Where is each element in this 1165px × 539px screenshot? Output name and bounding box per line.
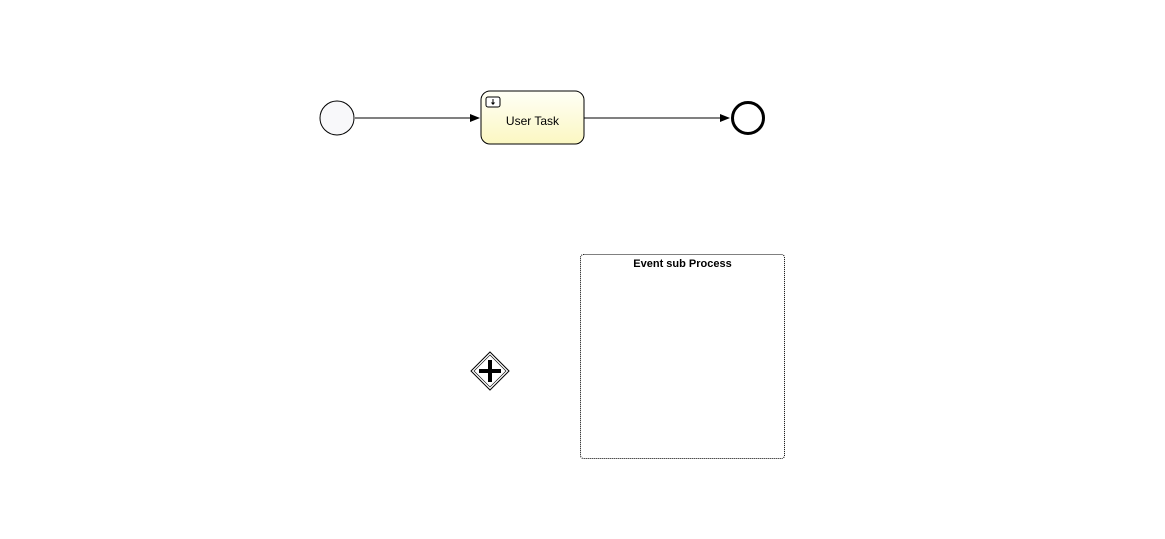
user-task-label: User Task [505, 114, 560, 128]
event-subprocess-label: Event sub Process [633, 258, 732, 270]
parallel-gateway[interactable] [470, 351, 510, 391]
parallel-gateway-inner-diamond [473, 354, 507, 388]
event-subprocess[interactable] [580, 254, 785, 459]
end-event[interactable] [731, 101, 765, 135]
user-task-icon [485, 96, 501, 108]
plus-icon [479, 360, 501, 382]
start-event[interactable] [319, 100, 355, 136]
